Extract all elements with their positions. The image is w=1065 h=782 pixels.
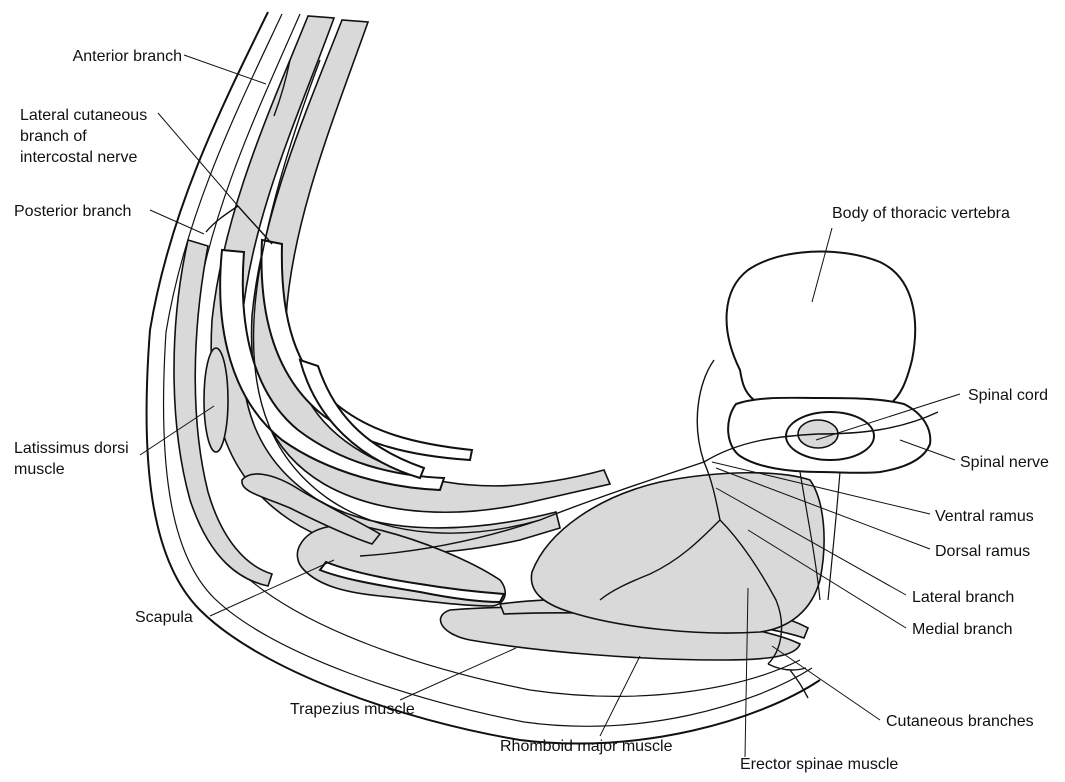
leader-cutaneous-branches [772, 646, 880, 720]
erector-spinae-shape [531, 473, 824, 633]
label-spinal-nerve: Spinal nerve [960, 454, 1049, 471]
label-cutaneous-branches: Cutaneous branches [886, 713, 1034, 730]
label-lateral-cutaneous-1: Lateral cutaneous [20, 107, 147, 124]
label-erector-spinae: Erector spinae muscle [740, 756, 898, 773]
label-scapula: Scapula [135, 609, 193, 626]
leader-anterior-branch [184, 55, 266, 84]
label-posterior-branch: Posterior branch [14, 203, 131, 220]
label-ventral-ramus: Ventral ramus [935, 508, 1034, 525]
label-lateral-cutaneous-3: intercostal nerve [20, 149, 137, 166]
label-spinal-cord: Spinal cord [968, 387, 1048, 404]
label-trapezius: Trapezius muscle [290, 701, 415, 718]
label-anterior-branch: Anterior branch [73, 48, 182, 65]
leader-lateral-cutaneous [158, 113, 238, 206]
label-dorsal-ramus: Dorsal ramus [935, 543, 1030, 560]
label-medial-branch: Medial branch [912, 621, 1013, 638]
label-lateral-branch: Lateral branch [912, 589, 1014, 606]
label-lateral-cutaneous-2: branch of [20, 128, 87, 145]
latissimus-dorsi-belly [204, 348, 228, 452]
leader-trapezius [400, 648, 516, 700]
label-latissimus-1: Latissimus dorsi [14, 440, 129, 457]
label-latissimus-2: muscle [14, 461, 65, 478]
leader-scapula [210, 560, 334, 616]
label-rhomboid: Rhomboid major muscle [500, 738, 673, 755]
vertebral-body [727, 252, 916, 410]
label-body-thoracic-vertebra: Body of thoracic vertebra [832, 205, 1010, 222]
intercostal-nerve-path [697, 360, 714, 462]
